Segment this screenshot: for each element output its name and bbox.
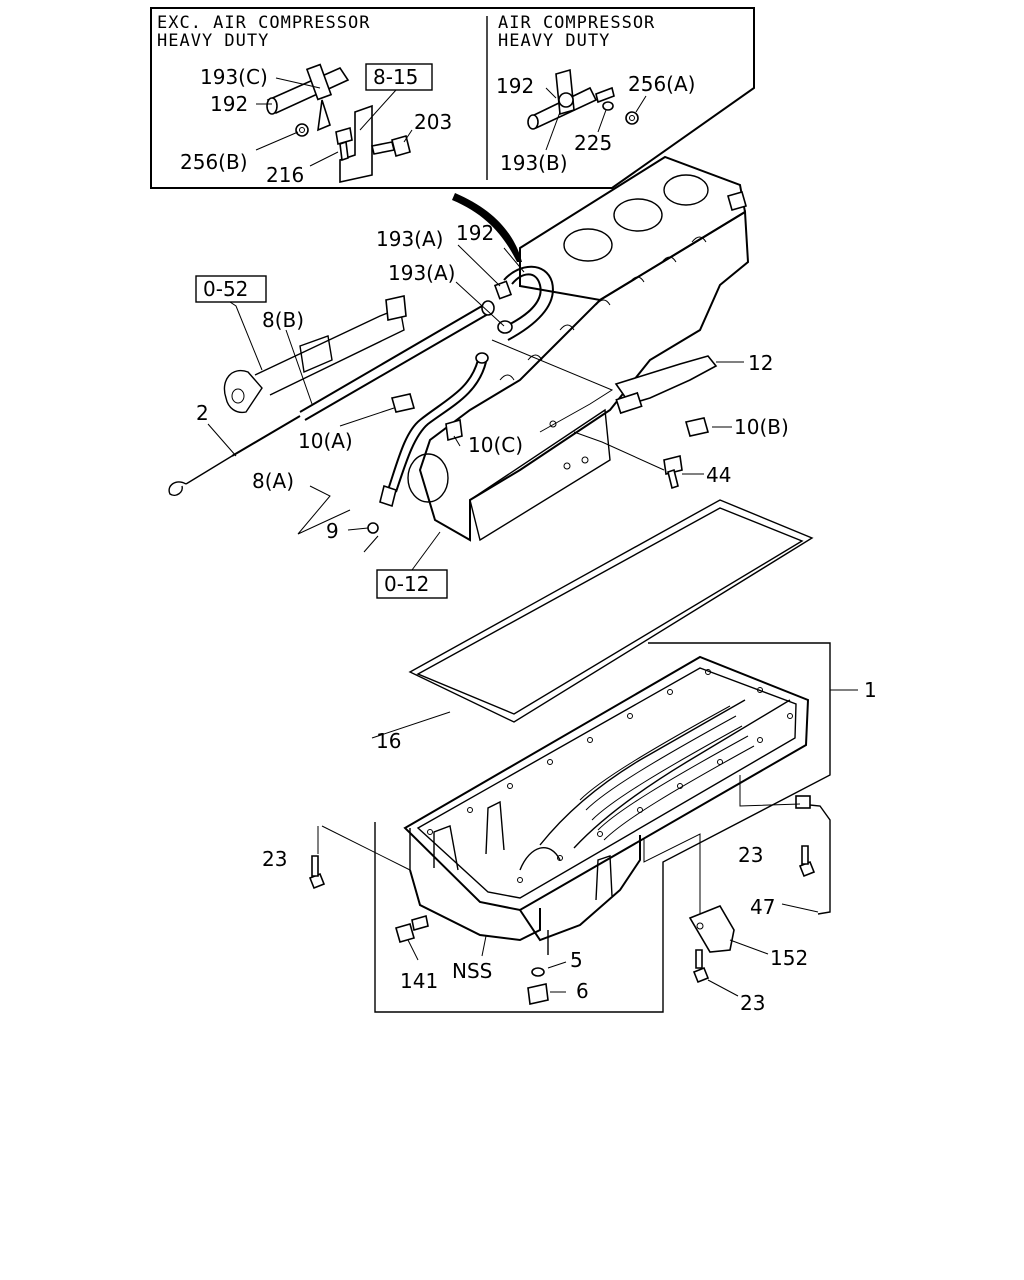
label-23-left: 23 <box>262 847 287 871</box>
tube-8b <box>299 305 483 413</box>
hose-47 <box>799 803 831 915</box>
pipe-192-main <box>497 273 542 331</box>
bolt-44 <box>663 455 683 475</box>
pan-callout-frame <box>374 642 831 1013</box>
inset-left-heading-1: EXC. AIR COMPRESSOR <box>157 13 370 33</box>
cylinder-bore-1 <box>563 228 613 262</box>
label-47: 47 <box>750 895 775 919</box>
crank-opening <box>407 453 449 503</box>
cylinder-bore-3 <box>663 174 709 206</box>
label-192: 192 <box>456 221 494 245</box>
o-ring-9 <box>367 522 379 534</box>
cylinder-bore-2 <box>613 198 663 232</box>
label-nss: NSS <box>452 959 492 983</box>
bolt-216-head <box>335 126 353 146</box>
bracket-152 <box>688 905 735 953</box>
label-192-inset-r: 192 <box>496 74 534 98</box>
inset-right-heading-1: AIR COMPRESSOR <box>498 13 655 33</box>
dipstick-handle <box>168 481 187 496</box>
pan-flange <box>403 655 810 912</box>
nut-256b <box>295 123 309 137</box>
label-44: 44 <box>706 463 731 487</box>
bolt-10a <box>390 393 416 413</box>
pan-leaders <box>317 775 819 997</box>
ref-0-12[interactable]: 0-12 <box>384 572 429 596</box>
bolt-203-head <box>391 135 411 157</box>
block-skirt <box>469 408 611 542</box>
label-152: 152 <box>770 946 808 970</box>
inset-pointer <box>452 193 522 262</box>
plug-6 <box>527 983 549 1005</box>
flange-holes <box>427 669 793 883</box>
bolt-10c <box>445 418 463 442</box>
inset-frame <box>150 7 755 189</box>
inset-right-heading-2: HEAVY DUTY <box>498 31 610 51</box>
inset-left-heading-2: HEAVY DUTY <box>157 31 269 51</box>
label-193a-top: 193(A) <box>376 227 443 251</box>
bracket-12 <box>614 355 718 415</box>
oil-pan <box>374 642 858 1013</box>
label-1: 1 <box>864 678 877 702</box>
label-5: 5 <box>570 948 583 972</box>
ref-box-0-52 <box>195 275 267 303</box>
inset-left-drawing <box>255 63 413 183</box>
engine-block <box>407 155 750 542</box>
label-141: 141 <box>400 969 438 993</box>
nut-256a <box>625 111 639 125</box>
label-193a-mid: 193(A) <box>388 261 455 285</box>
label-16: 16 <box>376 729 401 753</box>
label-203: 203 <box>414 110 452 134</box>
bolt-23-bottom <box>692 966 710 984</box>
label-23-bottom: 23 <box>740 991 765 1015</box>
label-8a: 8(A) <box>252 469 294 493</box>
label-192-inset: 192 <box>210 92 248 116</box>
ref-8-15[interactable]: 8-15 <box>373 65 418 89</box>
inset-right-drawing <box>527 68 647 151</box>
label-10b: 10(B) <box>734 415 789 439</box>
label-23-right: 23 <box>738 843 763 867</box>
ref-box-8-15 <box>365 63 433 91</box>
upper-leaders <box>207 244 744 571</box>
bolt-216-shank <box>339 140 349 162</box>
bolt-10b <box>684 417 710 437</box>
label-2: 2 <box>196 401 209 425</box>
block-top <box>519 155 747 302</box>
label-12: 12 <box>748 351 773 375</box>
clamp-193c <box>305 63 333 101</box>
ref-0-52[interactable]: 0-52 <box>203 277 248 301</box>
label-216: 216 <box>266 163 304 187</box>
breather-pipe <box>493 265 554 341</box>
label-9: 9 <box>326 519 339 543</box>
dipstick-2 <box>231 415 301 457</box>
label-8b: 8(B) <box>262 308 304 332</box>
label-10c: 10(C) <box>468 433 523 457</box>
ref-box-0-12 <box>376 569 448 599</box>
inset-panel <box>150 7 755 262</box>
pipe-end <box>266 97 278 115</box>
bracket-tab <box>595 86 615 104</box>
label-256a: 256(A) <box>628 72 695 96</box>
bolt-203-shank <box>371 141 395 155</box>
label-193b: 193(B) <box>500 151 568 175</box>
bolt-141 <box>395 923 415 943</box>
label-10a: 10(A) <box>298 429 353 453</box>
label-256b: 256(B) <box>180 150 248 174</box>
tube-8a <box>367 352 489 534</box>
clamp-tab <box>317 99 331 132</box>
label-193c: 193(C) <box>200 65 268 89</box>
gasket-16 <box>371 499 814 739</box>
tube-bracket <box>223 295 407 414</box>
washer-5 <box>531 967 545 977</box>
dipstick-assembly <box>168 300 495 496</box>
label-6: 6 <box>576 979 589 1003</box>
pipe-192 <box>266 66 350 115</box>
label-225: 225 <box>574 131 612 155</box>
flange-0-52 <box>223 369 263 414</box>
pan-hardware <box>308 795 831 1005</box>
washer-225 <box>602 101 614 111</box>
